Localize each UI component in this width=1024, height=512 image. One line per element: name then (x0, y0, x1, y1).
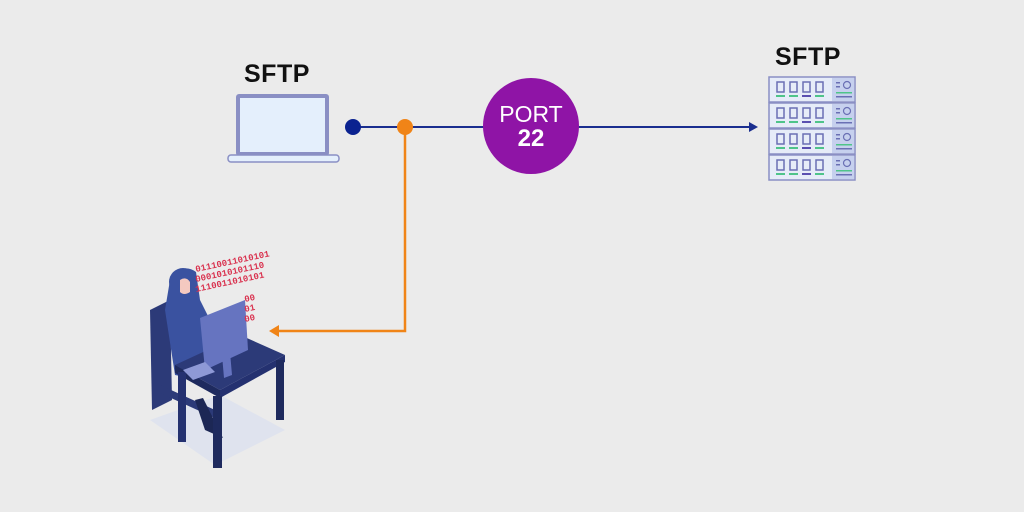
port-22-badge: PORT 22 (483, 78, 579, 174)
binary-line: 00 (244, 313, 257, 325)
arrow-head-attacker (269, 325, 279, 337)
client-label: SFTP (244, 60, 310, 88)
binary-line: 00 (244, 293, 257, 305)
server-unit (768, 102, 856, 129)
port-title: PORT (499, 101, 563, 127)
server-unit (768, 76, 856, 103)
server-label: SFTP (775, 43, 841, 71)
interception-line (278, 127, 407, 333)
binary-line: 01 (244, 303, 257, 315)
server-rack-icon (768, 76, 856, 181)
hacker-at-desk-icon (150, 268, 285, 468)
client-node (345, 119, 361, 135)
server-unit (768, 154, 856, 181)
binary-stream: 0111001101010100010101011101110011010101… (195, 249, 272, 325)
laptop-icon (227, 94, 340, 163)
arrow-head-server (749, 122, 758, 132)
server-unit (768, 128, 856, 155)
interception-node (397, 119, 413, 135)
port-number: 22 (517, 125, 545, 152)
